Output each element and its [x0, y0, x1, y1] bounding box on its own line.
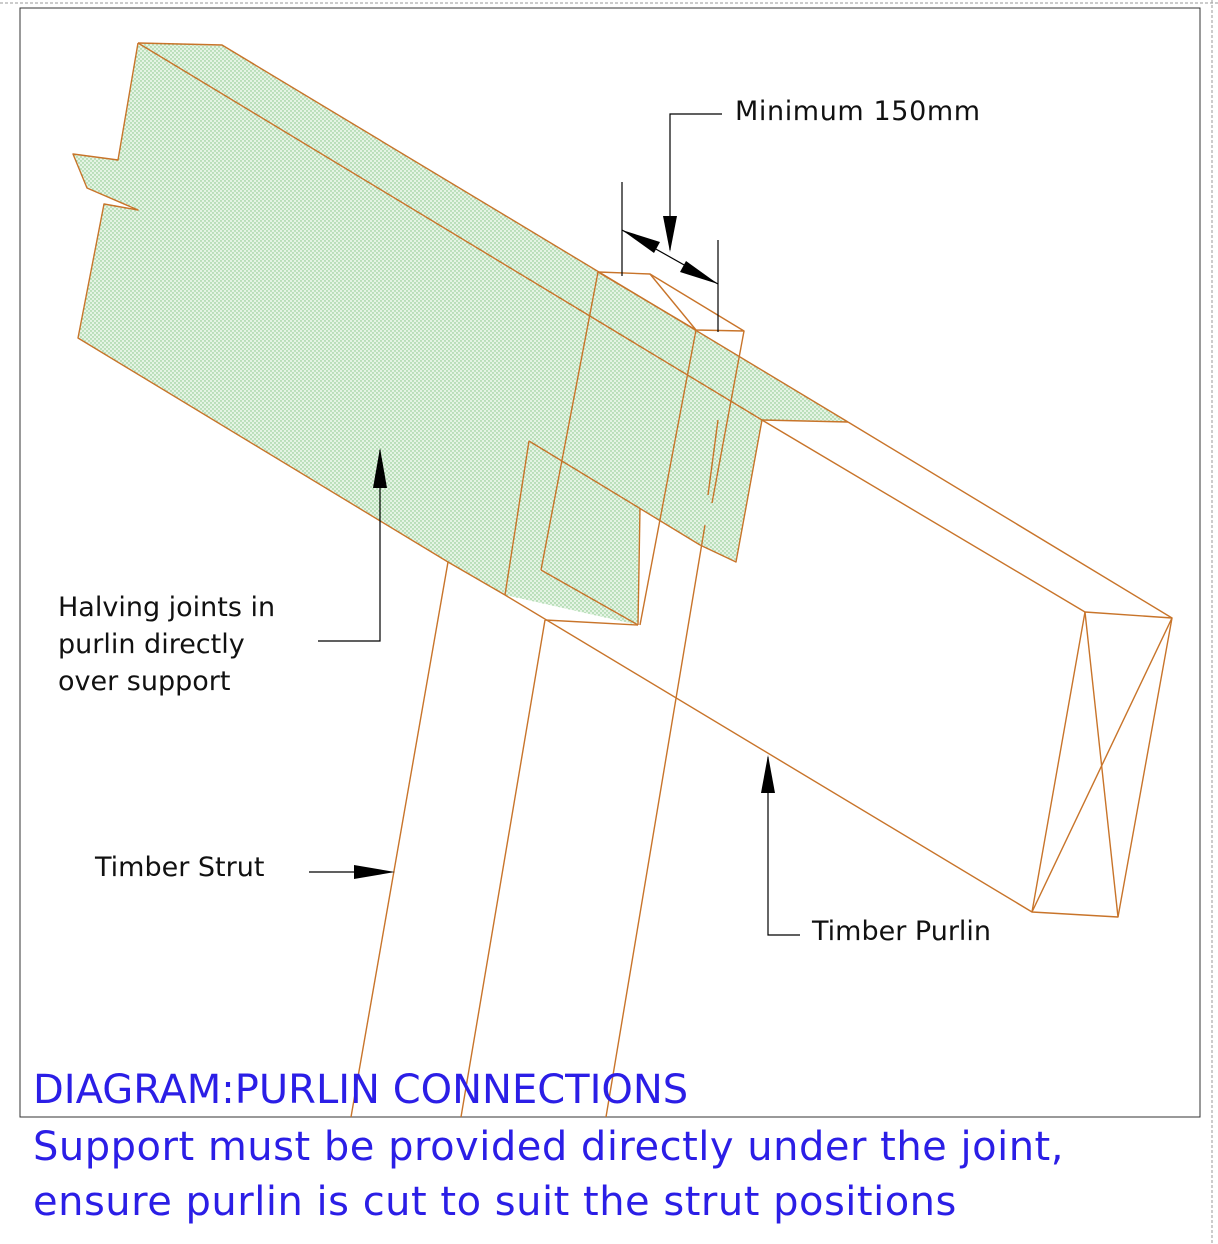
minimum-leader-arrow — [663, 216, 677, 252]
right-purlin-top-edge — [847, 421, 1173, 619]
diagram-title: DIAGRAM:PURLIN CONNECTIONS — [33, 1067, 689, 1113]
left-purlin-break-edge — [72, 42, 506, 596]
purlin-joint-top — [761, 419, 849, 423]
strut-leader-arrow — [354, 865, 395, 879]
timber-outlines — [72, 42, 1173, 1118]
halving-joint-label: Halving joints in purlin directly over s… — [58, 589, 318, 700]
left-purlin-upper-arris — [137, 42, 763, 421]
timber-strut-label: Timber Strut — [95, 852, 265, 883]
purlin-end-cross-2 — [1031, 617, 1173, 913]
dimension-arrow-left — [622, 230, 660, 253]
strut-left-leg — [350, 561, 449, 1118]
halving-label-line-3: over support — [58, 666, 231, 697]
strut-right-leg — [605, 524, 706, 1118]
halving-notch-top — [528, 440, 701, 546]
halving-leader — [318, 450, 381, 642]
caption-line-2: ensure purlin is cut to suit the strut p… — [33, 1179, 957, 1225]
left-purlin-shaded — [73, 43, 848, 625]
purlin-leader — [767, 757, 800, 936]
strut-top-diagonal — [649, 273, 697, 331]
right-purlin-upper-arris — [761, 419, 1086, 613]
halving-leader-arrow — [373, 448, 387, 488]
strut-bottom-notch — [540, 569, 639, 626]
halving-label-line-2: purlin directly — [58, 629, 245, 660]
strut-right-edge-upper — [711, 330, 745, 504]
dimension-arrow-right — [680, 261, 718, 284]
minimum-label: Minimum 150mm — [735, 96, 981, 127]
strut-left-inner-edge — [540, 271, 599, 571]
strut-notch-back — [637, 507, 641, 626]
minimum-leader — [669, 113, 722, 250]
drawing-frame — [19, 7, 1201, 1118]
halving-label-line-1: Halving joints in — [58, 592, 276, 623]
halving-notch-left — [504, 440, 530, 596]
halving-notch-right — [699, 419, 763, 563]
right-purlin-bottom-edge — [504, 594, 1033, 913]
timber-purlin-label: Timber Purlin — [812, 916, 992, 947]
strut-right-leg-top — [707, 419, 719, 496]
caption-line-1: Support must be provided directly under … — [33, 1124, 1064, 1170]
strut-middle-leg — [460, 619, 546, 1118]
right-purlin-notch-base — [544, 619, 639, 626]
strut-mid-edge — [639, 329, 697, 626]
purlin-leader-arrow — [761, 755, 775, 793]
